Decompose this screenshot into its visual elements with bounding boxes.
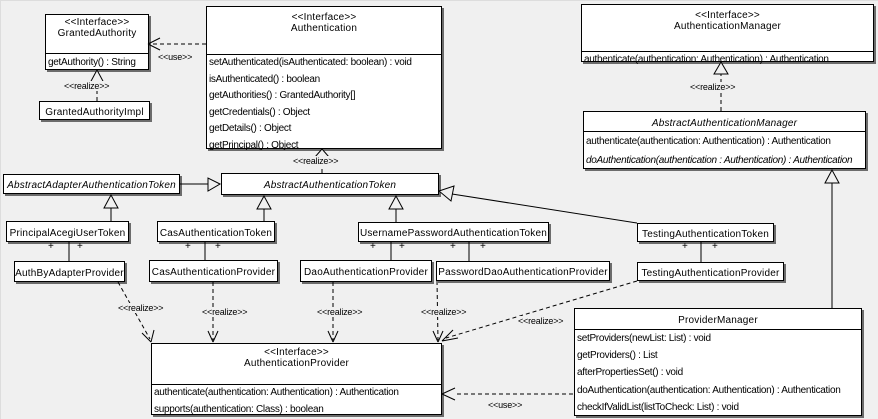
class-name: GrantedAuthority (57, 28, 137, 39)
class-authentication-provider[interactable]: <<Interface>> AuthenticationProvider aut… (151, 343, 442, 415)
class-auth-by-adapter-provider[interactable]: AuthByAdapterProvider (14, 261, 125, 282)
assoc-end-marker: + (399, 241, 405, 252)
assoc-end-marker: + (48, 241, 54, 252)
class-username-password-authentication-token[interactable]: UsernamePasswordAuthenticationToken (358, 222, 549, 242)
class-provider-manager[interactable]: ProviderManager setProviders(newList: Li… (574, 308, 862, 416)
class-cas-authentication-provider[interactable]: CasAuthenticationProvider (149, 260, 278, 282)
stereotype-label: <<Interface>> (64, 17, 130, 28)
triangle-arrowhead (389, 196, 403, 209)
method: getProviders() : List (577, 350, 658, 362)
use-label: <<use>> (487, 400, 524, 410)
realize-label: <<realize>> (292, 156, 340, 166)
method: afterPropertiesSet() : void (577, 367, 683, 379)
class-testing-authentication-token[interactable]: TestingAuthenticationToken (637, 223, 774, 242)
method: setAuthenticated(isAuthenticated: boolea… (209, 57, 412, 68)
class-name: AuthByAdapterProvider (15, 268, 124, 279)
class-abstract-authentication-token[interactable]: AbstractAuthenticationToken (221, 173, 439, 195)
method: doAuthentication(authentication : Authen… (586, 155, 853, 166)
realize-label: <<realize>> (420, 307, 468, 317)
method: supports(authentication: Class) : boolea… (154, 403, 324, 415)
class-name: TestingAuthenticationProvider (641, 268, 780, 279)
assoc-end-marker: + (215, 241, 221, 252)
stereotype-label: <<Interface>> (264, 347, 329, 358)
class-granted-authority-impl[interactable]: GrantedAuthorityImpl (39, 101, 150, 120)
class-name: AuthenticationManager (673, 21, 782, 32)
realize-label: <<realize>> (689, 82, 737, 92)
assoc-end-marker: + (480, 241, 486, 252)
class-name: ProviderManager (678, 315, 758, 326)
class-name: CasAuthenticationProvider (151, 267, 276, 278)
triangle-arrowhead (825, 170, 839, 183)
realize-label: <<realize>> (63, 81, 111, 91)
triangle-arrowhead (208, 178, 220, 191)
triangle-arrowhead (439, 186, 454, 201)
method: authenticate(authentication: Authenticat… (584, 54, 829, 65)
realize-label: <<realize>> (117, 303, 165, 313)
open-arrowhead (433, 331, 443, 342)
triangle-arrowhead (104, 195, 118, 208)
open-arrowhead (328, 331, 338, 342)
class-name: Authentication (290, 23, 358, 34)
open-arrowhead (442, 330, 458, 341)
class-authentication[interactable]: <<Interface>> Authentication setAuthenti… (206, 6, 442, 151)
class-name: AbstractAdapterAuthenticationToken (7, 180, 176, 191)
method: doAuthentication(authentication: Authent… (577, 384, 841, 396)
class-cas-authentication-token[interactable]: CasAuthenticationToken (157, 221, 275, 242)
assoc-end-marker: + (77, 241, 83, 252)
method: getPrincipal() : Object (209, 139, 299, 151)
method: getAuthorities() : GrantedAuthority[] (209, 90, 356, 101)
class-name: PasswordDaoAuthenticationProvider (438, 267, 608, 278)
use-label: <<use>> (157, 52, 194, 62)
class-name: AbstractAuthenticationManager (651, 118, 798, 129)
realize-label: <<realize>> (517, 316, 565, 326)
class-authentication-manager[interactable]: <<Interface>> AuthenticationManager auth… (581, 4, 874, 65)
open-arrowhead (442, 388, 455, 400)
class-name: UsernamePasswordAuthenticationToken (359, 228, 548, 239)
stereotype-label: <<Interface>> (695, 10, 760, 21)
class-dao-authentication-provider[interactable]: DaoAuthenticationProvider (300, 260, 432, 282)
class-name: TestingAuthenticationToken (642, 229, 769, 240)
class-name: PrincipalAcegiUserToken (9, 228, 126, 239)
class-principal-acegi-user-token[interactable]: PrincipalAcegiUserToken (6, 221, 129, 242)
class-name: DaoAuthenticationProvider (304, 267, 428, 278)
assoc-end-marker: + (370, 241, 376, 252)
edge-gen-testingtoken (452, 194, 637, 223)
class-name: AbstractAuthenticationToken (263, 180, 397, 191)
realize-label: <<realize>> (316, 307, 364, 317)
class-name: CasAuthenticationToken (159, 228, 273, 239)
assoc-end-marker: + (450, 241, 456, 252)
method: getDetails() : Object (209, 123, 292, 134)
method: getCredentials() : Object (209, 106, 310, 118)
method: checkIfValidList(listToCheck: List) : vo… (577, 401, 739, 413)
open-arrowhead (142, 330, 154, 342)
assoc-end-marker: + (185, 241, 191, 252)
open-arrowhead (208, 331, 218, 342)
class-name: AuthenticationProvider (243, 358, 349, 369)
realize-label: <<realize>> (201, 307, 249, 317)
method: authenticate(authentication: Authenticat… (154, 387, 399, 398)
method: authenticate(authentication: Authenticat… (586, 136, 831, 147)
triangle-arrowhead (257, 196, 271, 209)
class-abstract-adapter-authentication-token[interactable]: AbstractAdapterAuthenticationToken (3, 174, 180, 194)
method: setProviders(newList: List) : void (577, 333, 711, 344)
class-granted-authority[interactable]: <<Interface>> GrantedAuthority getAuthor… (45, 14, 149, 70)
open-arrowhead (148, 38, 160, 50)
class-password-dao-authentication-provider[interactable]: PasswordDaoAuthenticationProvider (436, 261, 610, 281)
method: getAuthority() : String (48, 57, 136, 68)
assoc-end-marker: + (682, 241, 688, 252)
class-name: GrantedAuthorityImpl (45, 107, 144, 118)
stereotype-label: <<Interface>> (291, 12, 357, 23)
assoc-end-marker: + (712, 241, 718, 252)
class-testing-authentication-provider[interactable]: TestingAuthenticationProvider (637, 262, 784, 281)
class-abstract-authentication-manager[interactable]: AbstractAuthenticationManager authentica… (583, 111, 866, 169)
method: isAuthenticated() : boolean (209, 73, 320, 85)
